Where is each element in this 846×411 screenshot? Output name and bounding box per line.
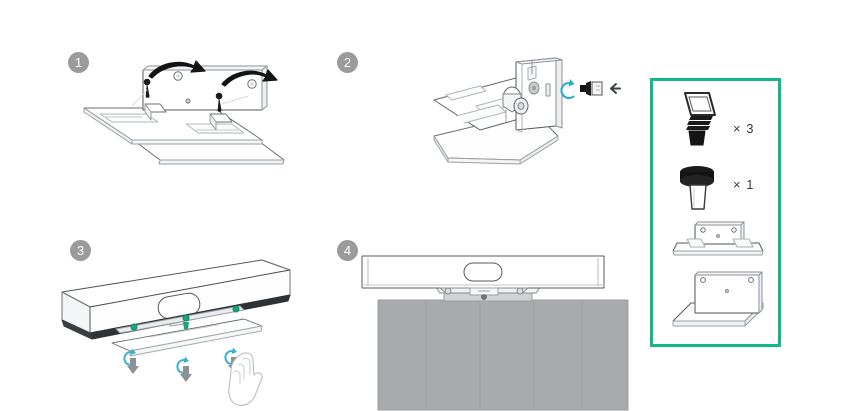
step-4-illustration <box>361 255 629 411</box>
tighten-rotation-arrow-icon <box>560 79 575 99</box>
bracket-screw-icons <box>444 287 524 300</box>
push-up-arrow-1-icon <box>127 358 139 374</box>
step-2-badge: 2 <box>337 52 358 73</box>
parts-illustrations <box>672 92 764 327</box>
step-3-badge: 3 <box>70 240 91 261</box>
rotation-arrow-left-icon <box>148 60 206 79</box>
display-panel-icon <box>377 299 629 411</box>
step-4-badge: 4 <box>337 240 358 261</box>
step-1-illustration <box>83 60 285 165</box>
rotation-arrow-right-icon <box>221 69 278 87</box>
wing-screw-icon <box>684 92 716 146</box>
step-2-illustration <box>433 57 621 165</box>
hand-icon <box>228 352 263 406</box>
wing-screw-quantity-label: × 3 <box>733 121 755 136</box>
parts-list-box: × 3 × 1 <box>650 78 781 347</box>
step-4-panel: 4 <box>320 225 650 411</box>
knurled-bolt-icon <box>680 166 714 210</box>
step-3-panel: 3 <box>0 225 340 411</box>
thumbscrew-insert-icon <box>580 81 603 96</box>
step-1-panel: 1 <box>0 0 330 200</box>
knurled-bolt-quantity-label: × 1 <box>733 177 755 192</box>
step-2-panel: 2 <box>320 0 640 200</box>
push-direction-arrow-icon <box>610 83 621 94</box>
step-1-badge: 1 <box>68 52 89 73</box>
push-up-arrow-2-icon <box>180 366 192 382</box>
step-3-illustration <box>61 259 291 406</box>
